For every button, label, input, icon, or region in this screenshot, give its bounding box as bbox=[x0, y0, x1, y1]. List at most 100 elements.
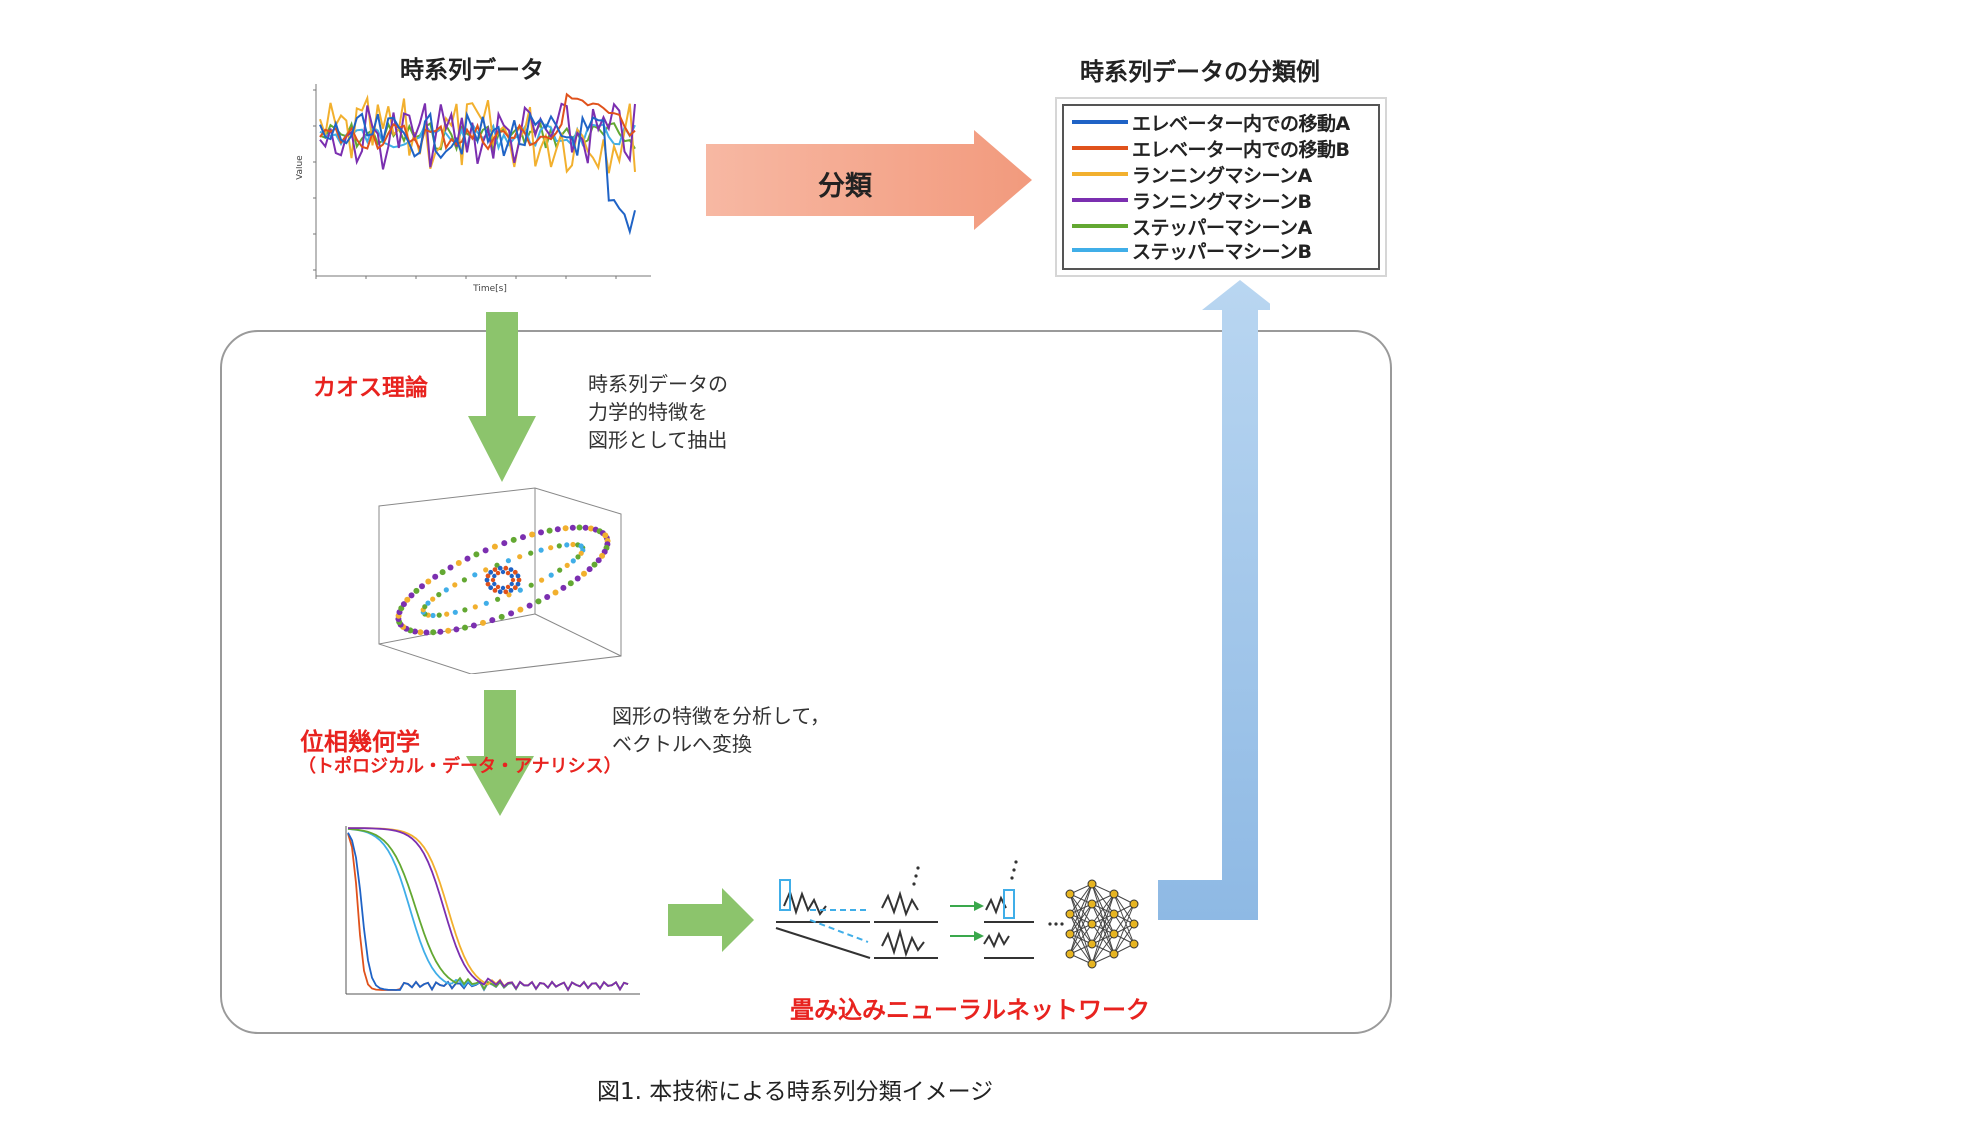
attractor-point bbox=[570, 558, 576, 564]
nn-edge bbox=[1091, 913, 1115, 965]
timeseries-xlabel: Time[s] bbox=[472, 284, 507, 294]
nn-node bbox=[1129, 919, 1139, 929]
attractor-point bbox=[483, 567, 489, 573]
attractor-points bbox=[395, 524, 611, 636]
nn-node bbox=[1087, 939, 1097, 949]
attractor-point bbox=[515, 581, 521, 587]
nn-node bbox=[1109, 909, 1119, 919]
timeseries-title: 時系列データ bbox=[400, 56, 544, 84]
attractor-point bbox=[494, 562, 500, 568]
attractor-3d-plot bbox=[378, 487, 622, 674]
attractor-point bbox=[535, 598, 542, 605]
attractor-point bbox=[586, 566, 593, 573]
nn-node bbox=[1087, 919, 1097, 929]
attractor-point bbox=[528, 550, 534, 556]
attractor-point bbox=[528, 582, 534, 588]
process-panel bbox=[220, 330, 1392, 1034]
attractor-point bbox=[515, 573, 521, 579]
nn-edge bbox=[1069, 883, 1093, 955]
attractor-point bbox=[512, 585, 518, 591]
attractor-point bbox=[419, 583, 425, 590]
timeseries-line bbox=[319, 94, 636, 174]
attractor-point bbox=[503, 589, 509, 595]
attractor-point bbox=[444, 611, 450, 617]
nn-edge bbox=[1091, 893, 1115, 925]
nn-node bbox=[1087, 959, 1097, 969]
attractor-point bbox=[492, 567, 498, 572]
attractor-point bbox=[492, 588, 498, 593]
attractor-point bbox=[498, 613, 505, 620]
nn-edge bbox=[1069, 883, 1093, 915]
attractor-point bbox=[492, 573, 497, 579]
attractor-point bbox=[581, 570, 587, 577]
attractor-point bbox=[408, 592, 415, 599]
attractor-point bbox=[425, 600, 431, 606]
attractor-point bbox=[497, 565, 503, 571]
legend-item: ランニングマシーンB bbox=[1072, 188, 1312, 213]
attractor-point bbox=[423, 629, 430, 636]
chaos-note-line: 図形として抽出 bbox=[588, 428, 728, 452]
attractor-point bbox=[591, 561, 598, 568]
attractor-point bbox=[556, 543, 562, 549]
attractor-point bbox=[436, 612, 442, 618]
attractor-point bbox=[582, 524, 589, 531]
persistence-plot bbox=[345, 826, 640, 995]
attractor-point bbox=[564, 542, 570, 548]
attractor-point bbox=[473, 551, 480, 558]
timeseries-lines bbox=[319, 92, 636, 236]
nn-node bbox=[1129, 939, 1139, 949]
legend-label: ステッパーマシーンA bbox=[1132, 216, 1312, 239]
classify-arrow bbox=[706, 130, 1032, 230]
attractor-point bbox=[509, 581, 514, 587]
attractor-point bbox=[595, 557, 602, 564]
persistence-curve bbox=[348, 827, 629, 992]
attractor-point bbox=[495, 570, 501, 576]
attractor-point bbox=[413, 587, 420, 594]
attractor-point bbox=[492, 581, 497, 587]
output-arrow bbox=[1158, 280, 1270, 920]
legend-item: ランニングマシーンA bbox=[1072, 162, 1312, 187]
figure-caption: 図1. 本技術による時系列分類イメージ bbox=[597, 1079, 994, 1105]
attractor-point bbox=[425, 578, 432, 585]
attractor-point bbox=[482, 547, 489, 554]
nn-node bbox=[1065, 889, 1075, 899]
attractor-point bbox=[485, 581, 491, 587]
nn-node bbox=[1087, 899, 1097, 909]
attractor-point bbox=[462, 624, 468, 631]
attractor-point bbox=[400, 601, 407, 608]
step-arrow-3 bbox=[668, 888, 754, 952]
attractor-point bbox=[480, 619, 486, 626]
legend-swatch bbox=[1072, 120, 1128, 124]
attractor-point bbox=[539, 577, 545, 583]
legend-label: ステッパーマシーンB bbox=[1132, 240, 1312, 263]
attractor-point bbox=[491, 543, 498, 550]
attractor-point bbox=[437, 628, 444, 635]
classify-label: 分類 bbox=[818, 171, 872, 202]
legend-label: エレベーター内での移動A bbox=[1132, 112, 1350, 135]
attractor-point bbox=[574, 575, 581, 582]
attractor-point bbox=[517, 606, 524, 613]
attractor-point bbox=[422, 604, 428, 610]
attractor-point bbox=[560, 584, 567, 591]
attractor-point bbox=[588, 525, 594, 532]
attractor-point bbox=[508, 610, 515, 617]
persistence-curve bbox=[347, 828, 629, 992]
legend-label: ランニングマシーンB bbox=[1132, 190, 1312, 213]
attractor-point bbox=[417, 629, 424, 636]
nn-edge bbox=[1069, 903, 1093, 955]
attractor-point bbox=[505, 584, 511, 590]
step-arrow-1 bbox=[468, 312, 536, 482]
attractor-point bbox=[404, 596, 411, 603]
persistence-curves bbox=[347, 827, 629, 992]
attractor-point bbox=[508, 588, 514, 593]
attractor-point bbox=[505, 558, 511, 564]
neural-network-graph bbox=[1065, 879, 1139, 969]
attractor-point bbox=[564, 562, 570, 568]
attractor-point bbox=[529, 531, 536, 538]
attractor-point bbox=[544, 594, 551, 600]
chaos-theory-label: カオス理論 bbox=[313, 375, 428, 401]
nn-node bbox=[1129, 899, 1139, 909]
attractor-point bbox=[462, 607, 468, 613]
attractor-point bbox=[503, 565, 509, 571]
attractor-point bbox=[497, 589, 503, 595]
